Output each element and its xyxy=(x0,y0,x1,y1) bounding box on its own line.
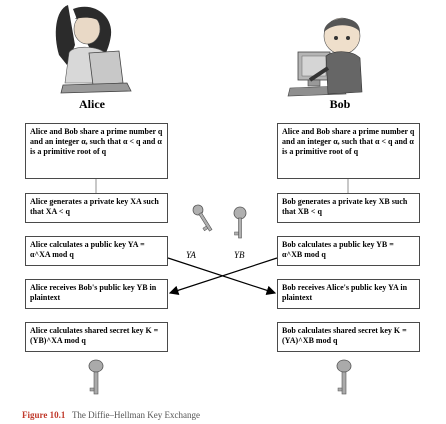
bob-step-5-text: Bob calculates shared secret key K = (YA… xyxy=(282,326,407,345)
alice-step-private-key: Alice generates a private key XA such th… xyxy=(25,193,168,223)
alice-step-5-text: Alice calculates shared secret key K = (… xyxy=(30,326,159,345)
arrow-alice-to-bob xyxy=(167,257,277,295)
key-icon xyxy=(192,204,213,232)
alice-step-1-text: Alice and Bob share a prime number q and… xyxy=(30,127,163,156)
alice-step-public-key: Alice calculates a public key YA = α^XA … xyxy=(25,236,168,266)
alice-step-shared-params: Alice and Bob share a prime number q and… xyxy=(25,123,168,179)
alice-step-shared-secret: Alice calculates shared secret key K = (… xyxy=(25,322,168,352)
label-yb: YB xyxy=(234,250,245,260)
key-icon xyxy=(336,359,352,395)
bob-step-receive: Bob receives Alice's public key YA in pl… xyxy=(277,279,420,309)
bob-step-1-text: Alice and Bob share a prime number q and… xyxy=(282,127,415,156)
bob-step-shared-params: Alice and Bob share a prime number q and… xyxy=(277,123,420,179)
bob-step-2-text: Bob generates a private key XB such that… xyxy=(282,197,408,216)
alice-name: Alice xyxy=(79,97,105,111)
label-ya: YA xyxy=(186,250,196,260)
alice-step-3-text: Alice calculates a public key YA = α^XA … xyxy=(30,240,145,259)
bob-step-public-key: Bob calculates a public key YB = α^XB mo… xyxy=(277,236,420,266)
alice-figure xyxy=(55,5,132,94)
arrow-bob-to-alice xyxy=(168,257,278,295)
bob-step-4-text: Bob receives Alice's public key YA in pl… xyxy=(282,283,408,302)
caption-number: Figure 10.1 xyxy=(22,410,66,420)
bob-name: Bob xyxy=(329,97,351,111)
alice-step-receive: Alice receives Bob's public key YB in pl… xyxy=(25,279,168,309)
alice-step-2-text: Alice generates a private key XA such th… xyxy=(30,197,159,216)
bob-step-private-key: Bob generates a private key XB such that… xyxy=(277,193,420,223)
bob-figure xyxy=(287,17,363,97)
figure-caption: Figure 10.1 The Diffie–Hellman Key Excha… xyxy=(22,410,200,420)
alice-step-4-text: Alice receives Bob's public key YB in pl… xyxy=(30,283,157,302)
bob-step-3-text: Bob calculates a public key YB = α^XB mo… xyxy=(282,240,394,259)
caption-text: The Diffie–Hellman Key Exchange xyxy=(71,410,200,420)
key-icon xyxy=(88,359,104,395)
key-icon xyxy=(233,206,247,239)
bob-step-shared-secret: Bob calculates shared secret key K = (YA… xyxy=(277,322,420,352)
